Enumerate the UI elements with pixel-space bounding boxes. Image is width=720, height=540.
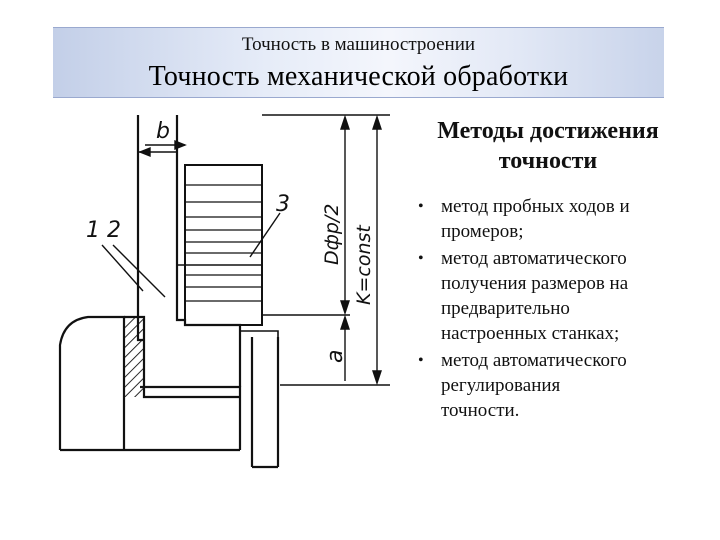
slide-header: Точность в машиностроении Точность механ… (53, 27, 664, 98)
methods-list: • метод пробных ходов и промеров; • мето… (408, 194, 708, 423)
label-3: 3 (276, 192, 290, 217)
cutting-wheel-3 (184, 164, 263, 326)
slide-subtitle: Точность в машиностроении (241, 34, 476, 55)
hatch-edge (124, 315, 240, 399)
bullet-icon: • (418, 250, 424, 267)
bullet-icon: • (418, 198, 424, 215)
label-diameter: Dфр/2 (321, 204, 343, 265)
slide-title: Точность механической обработки (148, 61, 569, 92)
methods-panel: Методы достижения точности • метод пробн… (408, 116, 708, 425)
label-a: a (323, 350, 348, 363)
hatched-area (124, 317, 144, 397)
methods-heading-line2: точности (498, 148, 598, 174)
list-item: • метод пробных ходов и промеров; (418, 196, 630, 242)
spindle (250, 337, 280, 469)
label-b: b (156, 119, 170, 144)
label-k-const: K=const (353, 224, 375, 305)
bullet-icon: • (418, 352, 424, 369)
list-item: • метод автоматического регулирования то… (418, 350, 627, 421)
machining-diagram: b 1 2 3 Dфр/2 K=const a (58, 114, 390, 469)
tool-body-1 (136, 115, 144, 342)
support-outline (58, 315, 126, 450)
list-item: • метод автоматического получения размер… (418, 248, 629, 344)
methods-heading: Методы достижения точности (408, 116, 688, 176)
label-1-2: 1 2 (86, 218, 121, 243)
workpiece-2 (175, 115, 242, 387)
methods-heading-line1: Методы достижения (437, 118, 659, 144)
